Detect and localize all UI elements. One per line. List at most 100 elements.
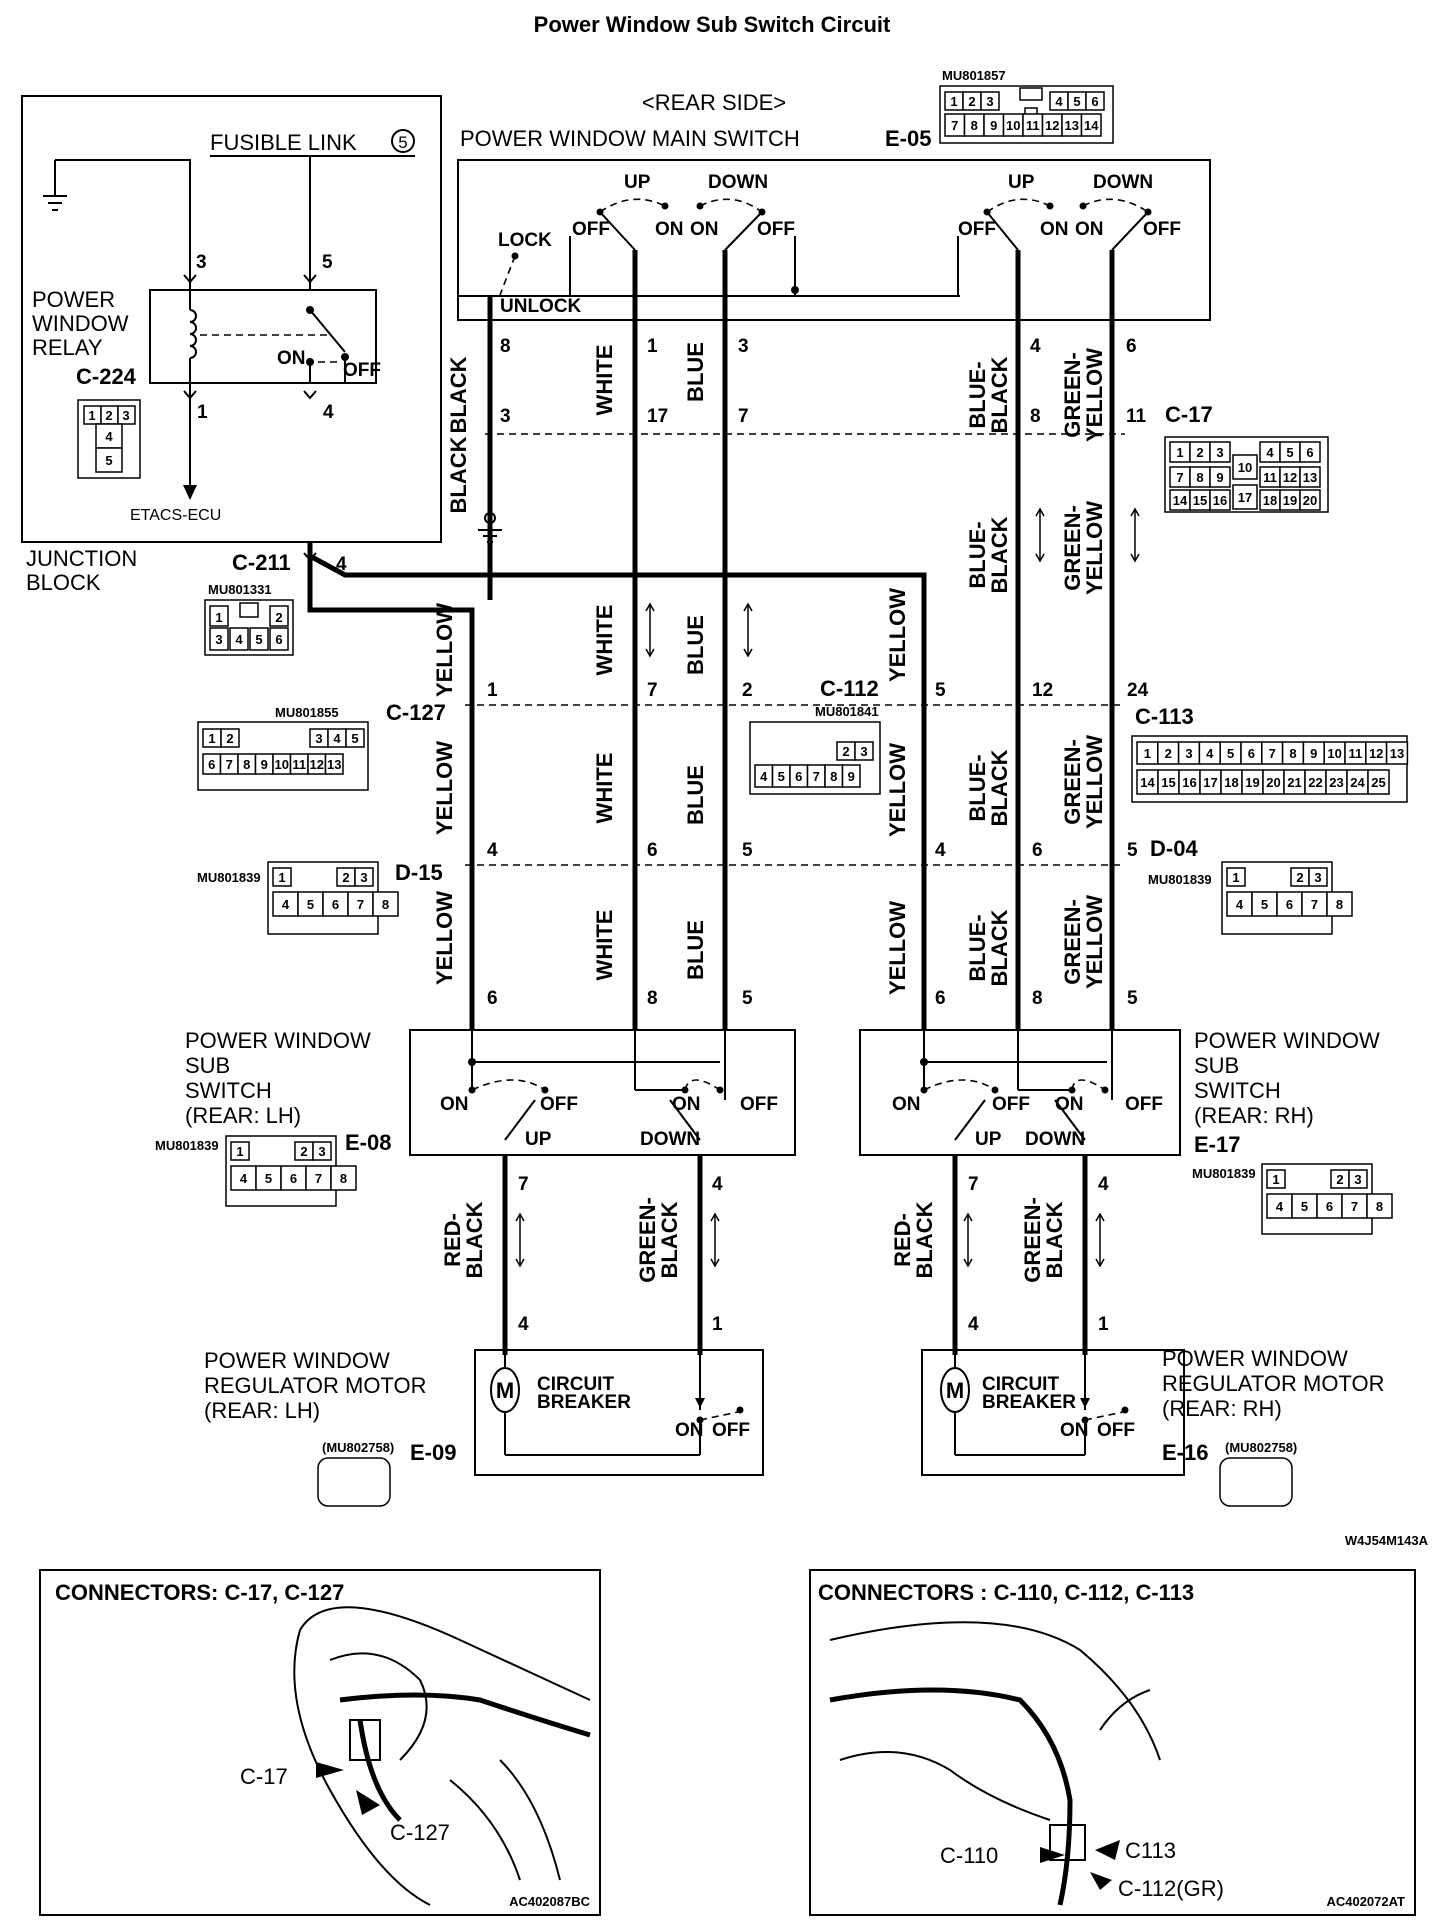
svg-text:MU801855: MU801855 [275, 705, 339, 720]
wire-label-blue-black: BLUE-BLACK [965, 356, 1012, 433]
off-label: OFF [540, 1094, 578, 1115]
svg-text:4: 4 [935, 840, 946, 861]
e05-pin: 10 [1006, 118, 1020, 133]
svg-text:MU801857: MU801857 [942, 68, 1006, 83]
c112-pin: 4 [760, 769, 768, 784]
down-label: DOWN [640, 1129, 700, 1150]
d-connector-pin: 3 [360, 870, 367, 885]
svg-text:UP: UP [624, 172, 651, 193]
connector-e08: E-08 [345, 1130, 391, 1155]
svg-text:(REAR: RH): (REAR: RH) [1162, 1396, 1282, 1421]
breaker-label: CIRCUIT [537, 1374, 614, 1395]
motor-rh-frame [921, 1349, 1185, 1476]
svg-text:3: 3 [738, 336, 749, 357]
svg-text:ON: ON [690, 219, 719, 240]
svg-text:(REAR: LH): (REAR: LH) [185, 1103, 301, 1128]
signal-arrow-icon [1035, 508, 1045, 562]
off-label: OFF [1125, 1094, 1163, 1115]
d-connector-pin: 6 [1286, 897, 1293, 912]
c224-connector-face: 1 2 3 4 5 [77, 399, 141, 479]
ground-icon [43, 160, 67, 211]
relay-connector-c224: C-224 [76, 364, 137, 389]
down-label: DOWN [1025, 1129, 1085, 1150]
c127-pin: 9 [261, 757, 268, 772]
d-connector-pin: 3 [1314, 870, 1321, 885]
connector-d15: D-15 [395, 860, 443, 885]
on-label: ON [672, 1094, 701, 1115]
c112-pin: 9 [848, 769, 855, 784]
connector-c113: C-113 [1135, 704, 1194, 729]
panel-right-title: CONNECTORS : C-110, C-112, C-113 [818, 1580, 1194, 1605]
svg-text:5: 5 [322, 252, 333, 273]
wire-label-blue-black: BLUE-BLACK [965, 909, 1012, 986]
c113-pin: 22 [1308, 775, 1322, 790]
c17-pin: 20 [1303, 493, 1317, 508]
d-connector-pin: 2 [342, 870, 349, 885]
svg-text:1: 1 [1098, 1314, 1109, 1335]
c17-pin: 8 [1196, 470, 1203, 485]
svg-text:5: 5 [742, 988, 753, 1009]
c17-pin: 4 [1266, 445, 1274, 460]
svg-text:BLACK: BLACK [912, 1201, 937, 1278]
c112-pin: 8 [830, 769, 837, 784]
d-connector-pin: 8 [382, 897, 389, 912]
svg-text:YELLOW: YELLOW [432, 603, 457, 697]
coil-icon [189, 290, 197, 383]
c113-pin: 13 [1390, 746, 1404, 761]
svg-text:3: 3 [122, 408, 129, 423]
c17-pin: 17 [1238, 490, 1252, 505]
c17-pin: 10 [1238, 460, 1252, 475]
e05-pin: 12 [1045, 118, 1059, 133]
main-switch-header: <REAR SIDE> [642, 90, 786, 115]
svg-text:JUNCTION: JUNCTION [26, 546, 137, 571]
d-connector-pin: 4 [1236, 897, 1244, 912]
sub-switch-rh-frame [859, 1029, 1181, 1156]
e05-pin: 3 [986, 94, 993, 109]
svg-text:1: 1 [88, 408, 95, 423]
svg-text:BLUE-: BLUE- [965, 754, 990, 821]
c113-pin: 7 [1269, 746, 1276, 761]
c113-pin: 5 [1227, 746, 1234, 761]
svg-text:5: 5 [742, 840, 753, 861]
svg-text:WHITE: WHITE [592, 753, 617, 824]
svg-text:OFF: OFF [1143, 219, 1181, 240]
svg-text:BLACK: BLACK [987, 909, 1012, 986]
c112-pin: 7 [813, 769, 820, 784]
svg-text:BLACK: BLACK [1042, 1201, 1067, 1278]
d-connector-pin: 5 [307, 897, 314, 912]
c113-pin: 11 [1349, 746, 1363, 761]
signal-arrow-icon [1130, 508, 1140, 562]
c17-pin: 11 [1263, 470, 1277, 485]
off-label: OFF [1097, 1420, 1135, 1441]
motor-symbol: M [946, 1378, 964, 1403]
c17-pin: 16 [1213, 493, 1227, 508]
svg-text:DOWN: DOWN [708, 172, 768, 193]
c17-pin: 1 [1176, 445, 1183, 460]
svg-text:ON: ON [277, 348, 306, 369]
svg-text:7: 7 [738, 406, 749, 427]
svg-text:C-127: C-127 [390, 1820, 450, 1845]
c113-pin: 10 [1327, 746, 1341, 761]
svg-text:OFF: OFF [343, 360, 381, 381]
svg-text:6: 6 [1032, 840, 1043, 861]
c113-pin: 8 [1289, 746, 1296, 761]
c113-pin: 19 [1245, 775, 1259, 790]
svg-text:POWER WINDOW: POWER WINDOW [185, 1028, 371, 1053]
c113-pin: 2 [1165, 746, 1172, 761]
wire-label-black: BLACK [446, 436, 471, 513]
wire-label-green-black: GREEN-BLACK [1020, 1197, 1067, 1283]
wire-label-white: WHITE [592, 753, 617, 824]
svg-text:YELLOW: YELLOW [432, 891, 457, 985]
c17-pin: 19 [1283, 493, 1297, 508]
svg-text:8: 8 [1030, 406, 1041, 427]
wire-label-blue: BLUE [683, 920, 708, 980]
d-connector-pin: 5 [1261, 897, 1268, 912]
wire-label-green-yellow: GREEN-YELLOW [1060, 348, 1107, 442]
on-label: ON [440, 1094, 469, 1115]
svg-text:GREEN-: GREEN- [1060, 739, 1085, 825]
svg-text:BLUE: BLUE [683, 920, 708, 980]
svg-text:8: 8 [1032, 988, 1043, 1009]
svg-text:UNLOCK: UNLOCK [500, 296, 582, 317]
wire-label-blue: BLUE [683, 342, 708, 402]
connector-e17: E-17 [1194, 1132, 1240, 1157]
